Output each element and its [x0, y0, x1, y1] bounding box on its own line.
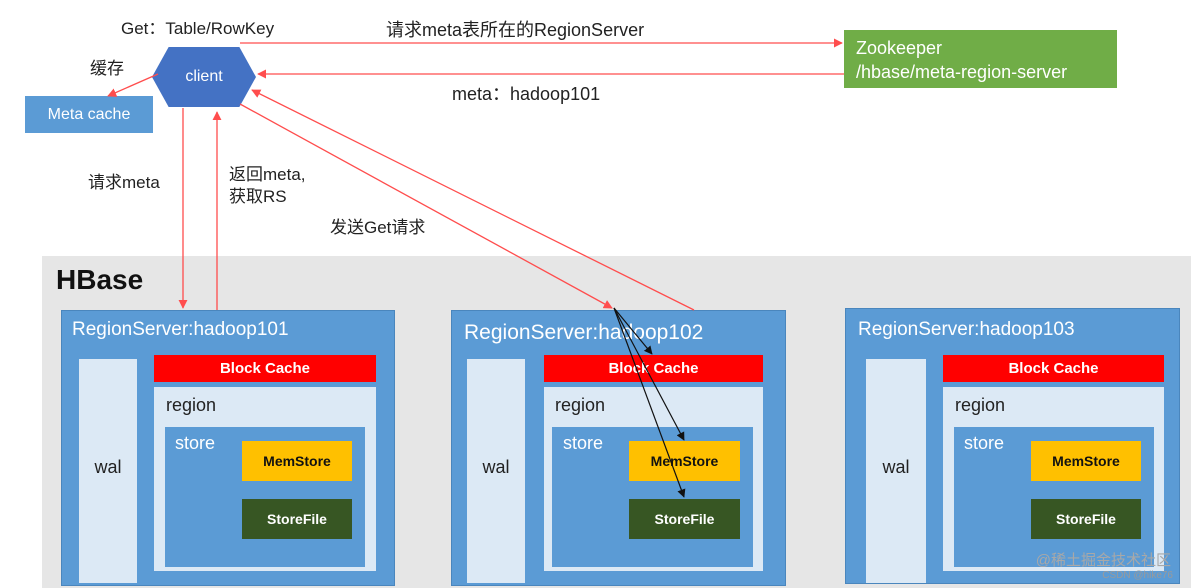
block-cache: Block Cache [154, 355, 376, 382]
region-label: region [955, 395, 1006, 415]
region-server-label: RegionServer:hadoop103 [858, 319, 1075, 340]
watermark-credit: CSDN @hike76 [1102, 570, 1173, 581]
memstore-box: MemStore [629, 441, 740, 481]
get-rs-label: 获取RS [229, 187, 287, 206]
region-server-hadoop101: RegionServer:hadoop101 wal Block Cache r… [61, 310, 395, 586]
wal-label: wal [882, 457, 910, 477]
region-box: region store MemStore StoreFile [544, 387, 763, 571]
wal-label: wal [482, 457, 510, 477]
store-box: store MemStore StoreFile [954, 427, 1154, 567]
request-meta-label: 请求meta [88, 173, 160, 192]
region-label: region [555, 395, 606, 415]
wal-box: wal [467, 359, 525, 583]
arrow-to-memstore [613, 307, 685, 441]
request-meta-rs-label: 请求meta表所在的RegionServer [386, 20, 645, 40]
zookeeper-path: /hbase/meta-region-server [856, 62, 1068, 82]
store-box: store MemStore StoreFile [552, 427, 753, 567]
store-box: store MemStore StoreFile [165, 427, 365, 567]
arrow-send-get [239, 103, 613, 309]
zookeeper-box: Zookeeper /hbase/meta-region-server [844, 30, 1117, 88]
client-label: client [185, 68, 223, 85]
region-server-label: RegionServer:hadoop101 [72, 319, 289, 340]
cache-label: 缓存 [90, 59, 124, 78]
block-cache: Block Cache [943, 355, 1164, 382]
memstore-box: MemStore [1031, 441, 1141, 481]
storefile-box: StoreFile [1031, 499, 1141, 539]
hbase-title: HBase [56, 264, 144, 295]
wal-box: wal [79, 359, 137, 583]
arrow-to-storefile [613, 307, 686, 498]
region-server-label: RegionServer:hadoop102 [464, 321, 704, 344]
region-server-hadoop103: RegionServer:hadoop103 wal Block Cache r… [845, 308, 1180, 584]
region-label: region [166, 395, 217, 415]
block-cache: Block Cache [544, 355, 763, 382]
meta-cache-box: Meta cache [25, 96, 153, 133]
region-server-hadoop102: RegionServer:hadoop102 wal Block Cache r… [451, 310, 786, 586]
watermark: @稀土掘金技术社区 [1035, 552, 1171, 569]
store-label: store [964, 433, 1005, 453]
arrow-client-to-meta-cache [107, 73, 159, 97]
return-meta-label: 返回meta, [229, 165, 306, 184]
arrow-response-to-client [251, 89, 695, 311]
client-hexagon [152, 47, 256, 107]
wal-label: wal [94, 457, 122, 477]
memstore-box: MemStore [242, 441, 352, 481]
region-box: region store MemStore StoreFile [154, 387, 376, 571]
get-request-label: Get：Table/RowKey [121, 19, 275, 38]
store-label: store [563, 433, 604, 453]
zookeeper-title: Zookeeper [856, 38, 943, 58]
arrow-to-block-cache [613, 307, 653, 355]
storefile-box: StoreFile [242, 499, 352, 539]
meta-reply-label: meta：hadoop101 [452, 84, 601, 104]
send-get-label: 发送Get请求 [330, 218, 426, 237]
wal-box: wal [866, 359, 926, 583]
region-box: region store MemStore StoreFile [943, 387, 1164, 571]
store-label: store [175, 433, 216, 453]
storefile-box: StoreFile [629, 499, 740, 539]
